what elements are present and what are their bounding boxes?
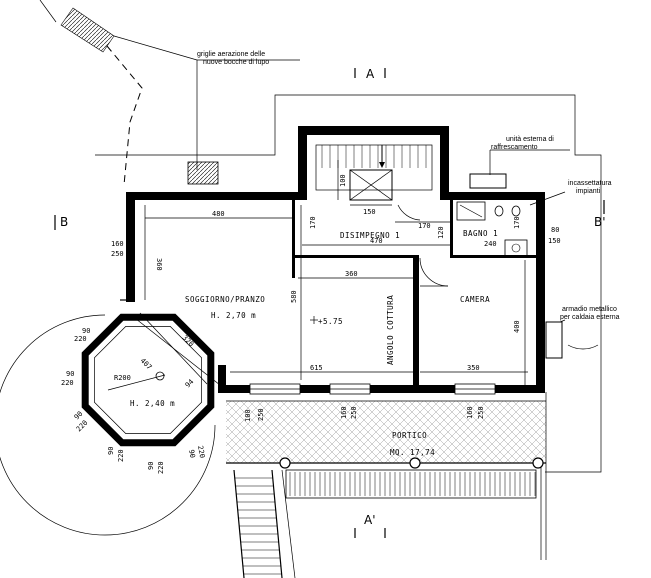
grille-note-line2: nuove bocche di lupo: [203, 59, 269, 66]
section-markers: [54, 68, 605, 538]
elevation-mark: +5.75: [318, 317, 343, 326]
oct-dim-220-b: 220: [61, 379, 74, 387]
dim-350: 350: [467, 364, 480, 372]
oct-dim-90-b: 90: [66, 370, 74, 378]
room-labels: SOGGIORNO/PRANZO H. 2,70 m DISIMPEGNO 1 …: [130, 229, 498, 457]
armadio-note-line1: armadio metallico: [562, 306, 617, 313]
bathroom-fixtures: [456, 201, 528, 257]
ac-note-line2: raffrescamento: [491, 144, 538, 151]
dim-170-bagno: 170: [513, 216, 521, 229]
railing-bottom: [285, 469, 537, 499]
portico-area: [226, 392, 547, 560]
incass-note-line1: incassettatura: [568, 180, 612, 187]
dim-470: 470: [370, 237, 383, 245]
dim-240: 240: [484, 240, 497, 248]
armadio-note-line2: per caldaia esterna: [560, 314, 620, 321]
armadio-box: [545, 321, 563, 359]
ac-unit: [469, 173, 507, 189]
oct-dim-220-a: 220: [74, 335, 87, 343]
room-cottura: ANGOLO COTTURA: [386, 295, 395, 365]
dim-150-right: 150: [548, 237, 561, 245]
grille-marker-topleft: [39, 0, 143, 186]
room-portico: PORTICO: [392, 431, 427, 440]
dim-360-kitchen: 360: [345, 270, 358, 278]
dim-580: 580: [290, 290, 298, 303]
leader-lines: [113, 35, 570, 323]
window-dim-160-b: 160: [466, 406, 474, 419]
walls: [126, 126, 545, 393]
section-a-top: A: [366, 67, 375, 81]
dim-120: 120: [437, 226, 445, 239]
room-camera: CAMERA: [460, 295, 490, 304]
oct-dim-220-e: 220: [157, 461, 165, 474]
oct-dim-90-e: 90: [147, 462, 155, 470]
doors: [397, 204, 599, 350]
dim-250-left: 250: [111, 250, 124, 258]
dim-480: 480: [212, 210, 225, 218]
room-soggiorno: SOGGIORNO/PRANZO: [185, 295, 265, 304]
section-a-bottom: A': [364, 513, 376, 527]
grille-box-top: [187, 161, 219, 185]
window-dim-160-a: 160: [340, 406, 348, 419]
portico-columns: [279, 457, 544, 469]
oct-dim-220-f: 220: [196, 445, 206, 459]
round-room: [0, 299, 221, 536]
section-labels: A A' B B': [60, 67, 606, 527]
room-disimpegno: DISIMPEGNO 1: [340, 231, 400, 240]
room-portico-area: MQ. 17,74: [390, 448, 435, 457]
oct-dim-220-d: 220: [117, 449, 125, 462]
window-dim-100: 100: [244, 409, 252, 422]
ac-note-line1: unità esterna di: [506, 136, 554, 143]
section-b-left: B: [60, 215, 68, 229]
dim-150-stair: 150: [363, 208, 376, 216]
oct-dim-90-a: 90: [82, 327, 90, 335]
room-soggiorno-height: H. 2,70 m: [211, 311, 256, 320]
window-dim-250-c: 250: [477, 406, 485, 419]
oct-dim-90-f: 90: [187, 449, 196, 459]
dim-r200: R200: [114, 374, 131, 382]
dim-80-right: 80: [551, 226, 559, 234]
dim-407: 407: [139, 357, 154, 372]
dim-400: 400: [513, 320, 521, 333]
window-dim-250-b: 250: [350, 406, 358, 419]
dim-160-left: 160: [111, 240, 124, 248]
annotation-texts: griglie aerazione delle nuove bocche di …: [197, 51, 620, 321]
elevation-cross: [310, 316, 318, 324]
grille-note-line1: griglie aerazione delle: [197, 51, 265, 58]
oct-dim-90-c: 90: [73, 410, 85, 422]
roof-outline: [95, 94, 602, 473]
window-dim-250-a: 250: [257, 408, 265, 421]
room-bagno: BAGNO 1: [463, 229, 498, 238]
incass-note-line2: impianti: [576, 188, 601, 195]
dim-100-stair: 100: [339, 174, 347, 187]
dim-170-disimpegno: 170: [309, 216, 317, 229]
dim-360-living: 360: [155, 258, 163, 271]
section-b-right: B': [594, 215, 606, 229]
room-round-height: H. 2,40 m: [130, 399, 175, 408]
interior-stair: [315, 144, 433, 201]
dim-170-passage: 170: [418, 222, 431, 230]
oct-dim-90-d: 90: [107, 447, 115, 455]
dim-94: 94: [184, 378, 196, 390]
external-stair: [233, 469, 296, 578]
windows-bottom: [249, 383, 496, 395]
dimension-lines: [144, 160, 528, 385]
dim-615: 615: [310, 364, 323, 372]
